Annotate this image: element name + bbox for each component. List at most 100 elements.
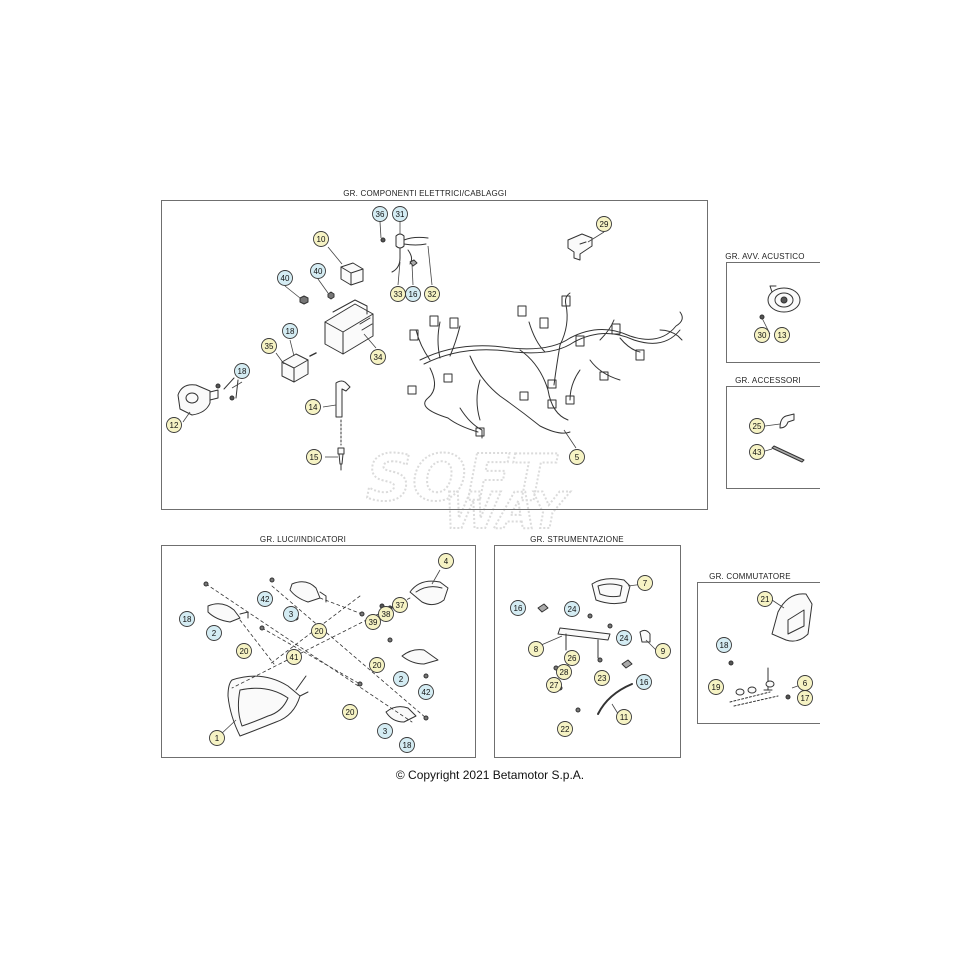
callout-label: 30: [758, 331, 767, 340]
callout-badge: 3: [377, 723, 393, 739]
callout-label: 3: [289, 610, 294, 619]
callout-circle: [637, 575, 653, 591]
wiring-harness-part-5: [407, 292, 683, 439]
callout-badge: 2: [206, 625, 222, 641]
callout-badge: 41: [286, 649, 302, 665]
indicator-part-2-right: [401, 649, 439, 665]
callout-label: 32: [428, 290, 437, 299]
callout-circle: [616, 709, 632, 725]
callout-badge: 22: [557, 721, 573, 737]
callout-badge: 36: [372, 206, 388, 222]
callout-label: 38: [382, 610, 391, 619]
callout-badge: 35: [261, 338, 277, 354]
callout-label: 15: [310, 453, 319, 462]
callout-circle: [166, 417, 182, 433]
callout-circle: [234, 363, 250, 379]
callout-badge: 21: [757, 591, 773, 607]
callout-label: 21: [761, 595, 770, 604]
callout-badge: 18: [282, 323, 298, 339]
callout-circle: [236, 643, 252, 659]
callout-circle: [564, 650, 580, 666]
callout-badge: 20: [369, 657, 385, 673]
callout-label: 16: [640, 678, 649, 687]
callout-badge: 31: [392, 206, 408, 222]
callout-label: 16: [514, 604, 523, 613]
callout-label: 20: [373, 661, 382, 670]
callout-label: 28: [560, 668, 569, 677]
callout-label: 26: [568, 654, 577, 663]
ignition-coil-part-14: [335, 380, 351, 446]
callout-badge: 33: [390, 286, 406, 302]
callout-label: 22: [561, 725, 570, 734]
panel-frames: [161, 200, 820, 758]
callout-circle: [377, 723, 393, 739]
handlebar-switch-part-21: [771, 593, 813, 642]
spark-plug-part-15: [337, 447, 345, 471]
callout-circle: [708, 679, 724, 695]
callout-circle: [528, 641, 544, 657]
ignition-switch-part-12: [177, 377, 239, 416]
callout-badge: 20: [236, 643, 252, 659]
callout-circle: [510, 600, 526, 616]
callout-label: 35: [265, 342, 274, 351]
headlight-part-1: [227, 675, 309, 737]
callout-label: 34: [374, 353, 383, 362]
panel-componenti-elettrici-frame: [161, 200, 708, 510]
regulator-part-35: [281, 352, 317, 383]
callout-label: 36: [376, 210, 385, 219]
callout-circle: [655, 643, 671, 659]
callout-label: 20: [346, 708, 355, 717]
callout-badge: 39: [365, 614, 381, 630]
callout-circle: [378, 606, 394, 622]
callout-circle: [310, 263, 326, 279]
callout-circle: [313, 231, 329, 247]
panel-accessori-frame: [726, 386, 820, 489]
callout-circle: [405, 286, 421, 302]
callout-label: 13: [778, 331, 787, 340]
panel-title-strumentazione: GR. STRUMENTAZIONE: [530, 535, 624, 544]
callout-label: 16: [409, 290, 418, 299]
callout-circle: [369, 657, 385, 673]
instrument-cluster-part-7: [591, 578, 631, 605]
callout-circle: [342, 704, 358, 720]
callout-badge: 19: [708, 679, 724, 695]
callout-badge: 3: [283, 606, 299, 622]
callout-badge: 4: [438, 553, 454, 569]
bolt-40a: [299, 295, 309, 305]
callout-label: 18: [403, 741, 412, 750]
callout-circle: [257, 591, 273, 607]
callout-circle: [370, 349, 386, 365]
callout-label: 24: [620, 634, 629, 643]
relay-part-10: [340, 262, 364, 286]
callout-circle: [372, 206, 388, 222]
callout-label: 40: [314, 267, 323, 276]
callout-circle: [286, 649, 302, 665]
callout-badge: 28: [556, 664, 572, 680]
callout-label: 43: [753, 448, 762, 457]
callout-badge: 1: [209, 730, 225, 746]
callout-circle: [209, 730, 225, 746]
callout-label: 7: [643, 579, 648, 588]
rubber-part-16a: [537, 603, 549, 613]
callout-circle: [774, 327, 790, 343]
callout-circle: [557, 721, 573, 737]
callout-circle: [306, 449, 322, 465]
callout-badge: 27: [546, 677, 562, 693]
callout-label: 2: [212, 629, 217, 638]
callout-label: 5: [575, 453, 580, 462]
callout-badge: 42: [257, 591, 273, 607]
callout-label: 41: [290, 653, 299, 662]
callout-badge: 18: [179, 611, 195, 627]
callout-circle: [757, 591, 773, 607]
callout-label: 25: [753, 422, 762, 431]
callout-label: 23: [598, 674, 607, 683]
panel-title-avv-acustico: GR. AVV. ACUSTICO: [725, 252, 804, 261]
callout-circle: [797, 690, 813, 706]
callout-badge: 30: [754, 327, 770, 343]
callout-circle: [283, 606, 299, 622]
bracket-part-29: [567, 233, 593, 261]
callout-circle: [556, 664, 572, 680]
callout-label: 19: [712, 683, 721, 692]
bracket-part-9: [639, 629, 651, 643]
